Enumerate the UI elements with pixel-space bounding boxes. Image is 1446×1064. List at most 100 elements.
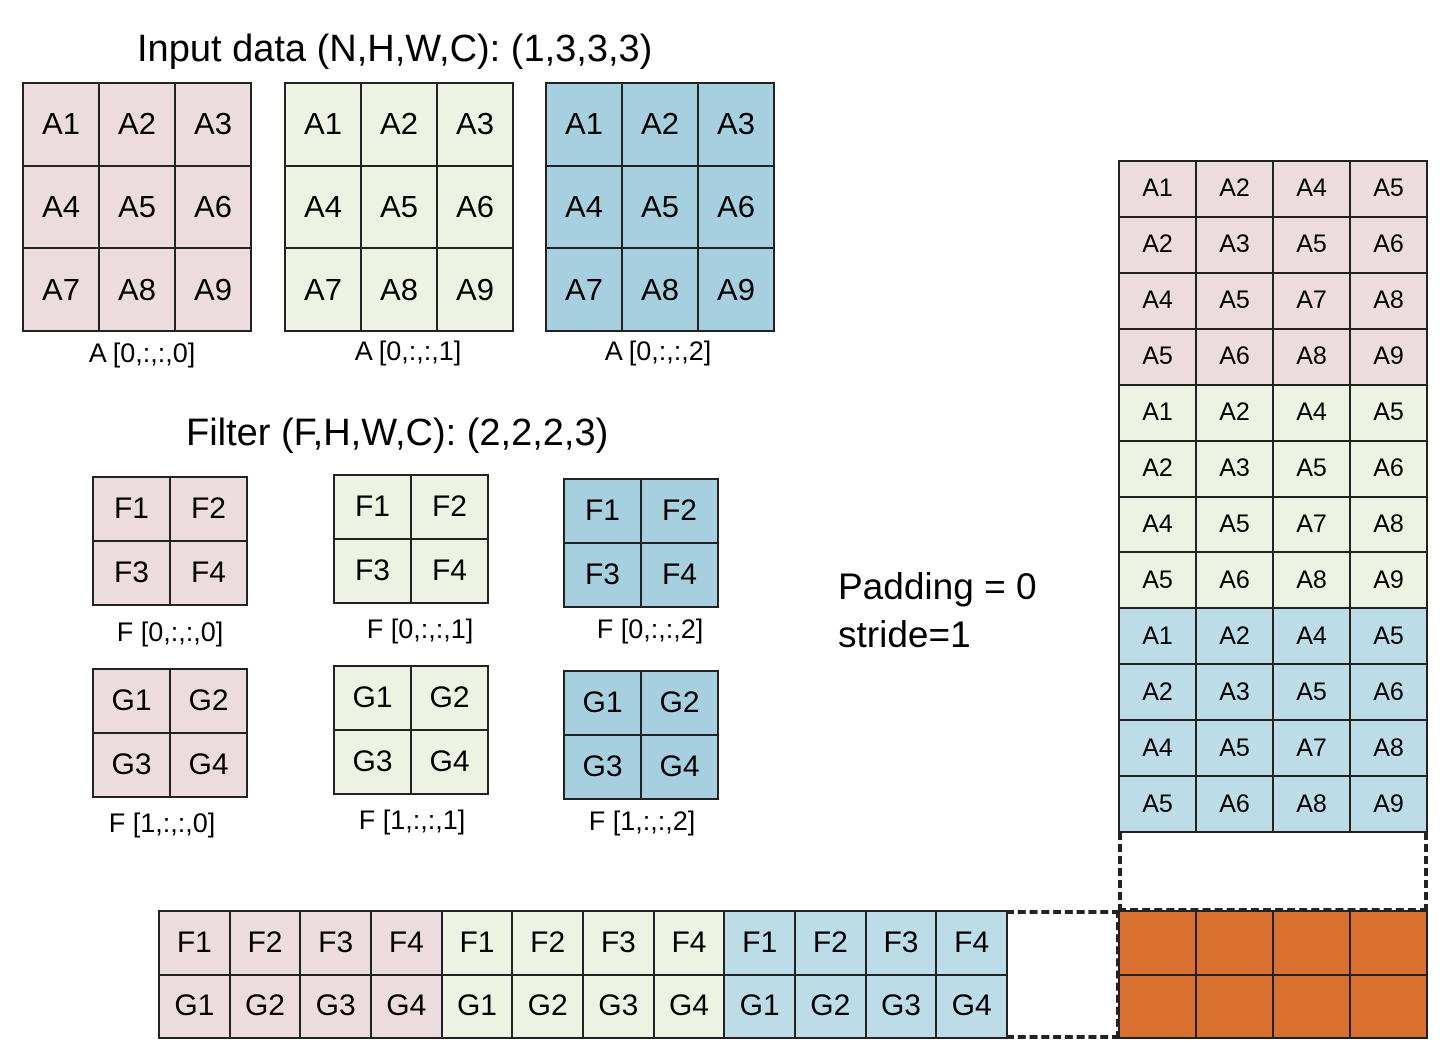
input-cell: A9 — [437, 248, 513, 331]
filter-matrix-cell: G4 — [653, 974, 725, 1038]
im2col-cell: A5 — [1119, 552, 1196, 609]
filter-1-channel-1-grid: G1 G2 G3 G4 — [333, 665, 489, 795]
input-cell: A3 — [437, 83, 513, 166]
im2col-cell: A4 — [1119, 272, 1196, 329]
input-cell: A5 — [99, 165, 175, 249]
im2col-cell: A5 — [1273, 664, 1350, 721]
input-cell: A6 — [437, 165, 513, 249]
filter-cell: F4 — [170, 541, 247, 605]
im2col-cell: A2 — [1119, 440, 1196, 497]
input-channel-0-caption: A [0,:,:,0] — [88, 338, 196, 368]
im2col-cell: A5 — [1119, 328, 1196, 385]
im2col-cell: A2 — [1196, 608, 1273, 665]
filter-cell: G1 — [93, 669, 170, 733]
im2col-cell: A5 — [1273, 216, 1350, 273]
output-cell — [1273, 974, 1350, 1038]
filter-0-channel-1-grid: F1 F2 F3 F4 — [333, 474, 489, 604]
im2col-cell: A7 — [1273, 720, 1350, 777]
input-cell: A9 — [698, 248, 774, 331]
conv-params: Padding = 0 stride=1 — [838, 563, 1037, 659]
input-channel-0-grid: A1 A2 A3 A4 A5 A6 A7 A8 A9 — [22, 82, 252, 332]
input-cell: A4 — [23, 165, 99, 249]
im2col-cell: A3 — [1196, 440, 1273, 497]
im2col-cell: A5 — [1350, 608, 1427, 665]
filter-cell: G1 — [564, 671, 641, 735]
filter-cell: G3 — [564, 735, 641, 799]
im2col-cell: A4 — [1273, 161, 1350, 217]
filter-matrix-cell: G2 — [512, 974, 583, 1038]
im2col-cell: A5 — [1196, 720, 1273, 777]
input-channel-1-caption: A [0,:,:,1] — [354, 336, 462, 366]
im2col-cell: A6 — [1350, 440, 1427, 497]
filter-cell: G4 — [411, 730, 488, 794]
output-matrix — [1118, 910, 1428, 1039]
filter-0-channel-2-grid: F1 F2 F3 F4 — [563, 478, 719, 608]
filter-cell: G2 — [641, 671, 718, 735]
output-cell — [1350, 974, 1427, 1038]
im2col-cell: A6 — [1350, 216, 1427, 273]
filter-matrix-cell: F2 — [229, 911, 301, 975]
filter-cell: F2 — [411, 475, 488, 539]
im2col-cell: A8 — [1350, 720, 1427, 777]
filter-1-channel-2-caption: F [1,:,:,2] — [588, 806, 696, 836]
output-cell — [1196, 911, 1273, 975]
im2col-cell: A8 — [1350, 272, 1427, 329]
filter-matrix-cell: G2 — [229, 974, 301, 1038]
im2col-cell: A4 — [1119, 496, 1196, 553]
im2col-cell: A5 — [1350, 384, 1427, 441]
input-cell: A8 — [99, 248, 175, 331]
input-cell: A2 — [361, 83, 437, 166]
im2col-cell: A7 — [1273, 496, 1350, 553]
filter-1-channel-0-grid: G1 G2 G3 G4 — [92, 668, 248, 798]
im2col-cell: A8 — [1350, 496, 1427, 553]
im2col-cell: A6 — [1196, 776, 1273, 832]
product-column-guide — [1118, 832, 1428, 912]
input-cell: A5 — [361, 165, 437, 249]
input-cell: A4 — [546, 165, 622, 249]
filter-1-channel-2-grid: G1 G2 G3 G4 — [563, 670, 719, 800]
input-cell: A3 — [175, 83, 251, 166]
input-cell: A1 — [285, 83, 361, 166]
im2col-cell: A5 — [1119, 776, 1196, 832]
im2col-cell: A4 — [1119, 720, 1196, 777]
input-cell: A6 — [175, 165, 251, 249]
input-cell: A1 — [23, 83, 99, 166]
im2col-cell: A5 — [1273, 440, 1350, 497]
im2col-cell: A6 — [1196, 552, 1273, 609]
input-cell: A2 — [99, 83, 175, 166]
filter-cell: F2 — [641, 479, 718, 543]
filter-matrix-cell: F1 — [159, 911, 230, 975]
filter-matrix-cell: F2 — [794, 911, 866, 975]
input-cell: A7 — [546, 248, 622, 331]
input-cell: A9 — [175, 248, 251, 331]
filter-matrix-cell: F3 — [300, 911, 371, 975]
im2col-cell: A9 — [1350, 328, 1427, 385]
filter-1-channel-0-caption: F [1,:,:,0] — [108, 808, 216, 838]
im2col-cell: A4 — [1273, 608, 1350, 665]
im2col-cell: A9 — [1350, 776, 1427, 832]
filter-matrix-cell: G1 — [724, 974, 795, 1038]
im2col-cell: A2 — [1196, 161, 1273, 217]
stride-label: stride=1 — [838, 614, 971, 655]
im2col-cell: A1 — [1119, 161, 1196, 217]
filter-cell: G2 — [170, 669, 247, 733]
filter-cell: G3 — [93, 733, 170, 797]
filter-matrix-cell: G4 — [370, 974, 442, 1038]
filter-cell: G4 — [170, 733, 247, 797]
input-cell: A8 — [361, 248, 437, 331]
filter-cell: F4 — [411, 539, 488, 603]
input-cell: A2 — [622, 83, 698, 166]
filter-cell: F4 — [641, 543, 718, 607]
input-cell: A7 — [23, 248, 99, 331]
im2col-cell: A8 — [1273, 552, 1350, 609]
filter-matrix-cell: F4 — [370, 911, 442, 975]
filter-cell: G2 — [411, 666, 488, 730]
filter-matrix-cell: G4 — [936, 974, 1007, 1038]
input-cell: A5 — [622, 165, 698, 249]
input-title: Input data (N,H,W,C): (1,3,3,3) — [137, 28, 653, 70]
filter-0-channel-2-caption: F [0,:,:,2] — [596, 614, 704, 644]
filter-title: Filter (F,H,W,C): (2,2,2,3) — [186, 412, 609, 454]
filter-matrix-cell: G1 — [441, 974, 513, 1038]
